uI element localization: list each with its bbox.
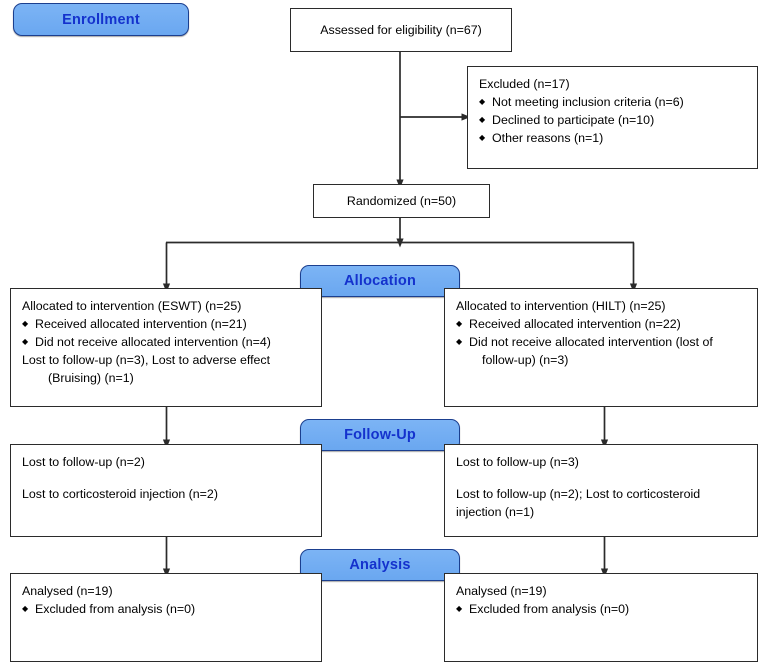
assessed-for-eligibility-text: Assessed for eligibility (n=67) [320,22,482,37]
analysis-left-heading: Analysed (n=19) [22,584,113,598]
excluded-heading: Excluded (n=17) [479,77,570,91]
followup-right-line-1: Lost to follow-up (n=3) [456,455,579,469]
followup-right-spacer [456,471,747,485]
box-allocation-left-eswt: Allocated to intervention (ESWT) (n=25) … [10,288,322,407]
randomized-text: Randomized (n=50) [346,193,457,208]
analysis-left-bullet-1: Excluded from analysis (n=0) [22,600,311,619]
box-assessed-for-eligibility: Assessed for eligibility (n=67) [290,8,512,52]
allocation-left-note-line-1: Lost to follow-up (n=3), Lost to adverse… [22,353,271,368]
stage-badge-enrollment-label: Enrollment [62,11,140,28]
stage-badge-allocation-label: Allocation [343,273,417,289]
stage-badge-analysis-label: Analysis [349,557,411,573]
allocation-right-bullet-2-line-1: Did not receive allocated intervention (… [456,333,747,352]
analysis-right-heading: Analysed (n=19) [456,584,547,598]
stage-badge-enrollment: Enrollment [13,3,189,36]
allocation-right-bullet-2-line-2: follow-up) (n=3) [482,353,569,368]
analysis-right-bullet-1: Excluded from analysis (n=0) [456,600,747,619]
allocation-right-heading: Allocated to intervention (HILT) (n=25) [456,299,666,313]
box-randomized: Randomized (n=50) [313,184,490,218]
allocation-left-bullet-2: Did not receive allocated intervention (… [22,333,311,352]
excluded-reason-3: Other reasons (n=1) [479,129,747,148]
followup-right-line-2a: Lost to follow-up (n=2); Lost to cortico… [456,487,701,502]
stage-badge-followup-label: Follow-Up [344,427,416,443]
followup-left-line-1: Lost to follow-up (n=2) [22,455,145,469]
box-analysis-right: Analysed (n=19) Excluded from analysis (… [444,573,758,662]
stage-badge-allocation: Allocation [300,265,460,297]
box-allocation-right-hilt: Allocated to intervention (HILT) (n=25) … [444,288,758,407]
allocation-left-bullet-1: Received allocated intervention (n=21) [22,315,311,334]
allocation-left-note-line-2: (Bruising) (n=1) [48,371,134,386]
followup-left-spacer [22,471,311,485]
box-followup-left: Lost to follow-up (n=2) Lost to corticos… [10,444,322,537]
excluded-reason-2: Declined to participate (n=10) [479,111,747,130]
stage-badge-followup: Follow-Up [300,419,460,451]
stage-badge-analysis: Analysis [300,549,460,581]
excluded-reason-1: Not meeting inclusion criteria (n=6) [479,93,747,112]
box-analysis-left: Analysed (n=19) Excluded from analysis (… [10,573,322,662]
box-followup-right: Lost to follow-up (n=3) Lost to follow-u… [444,444,758,537]
allocation-right-bullet-1: Received allocated intervention (n=22) [456,315,747,334]
allocation-left-heading: Allocated to intervention (ESWT) (n=25) [22,299,242,313]
followup-left-line-2: Lost to corticosteroid injection (n=2) [22,487,218,502]
followup-right-line-2b: injection (n=1) [456,505,535,520]
box-excluded: Excluded (n=17) Not meeting inclusion cr… [467,66,758,169]
